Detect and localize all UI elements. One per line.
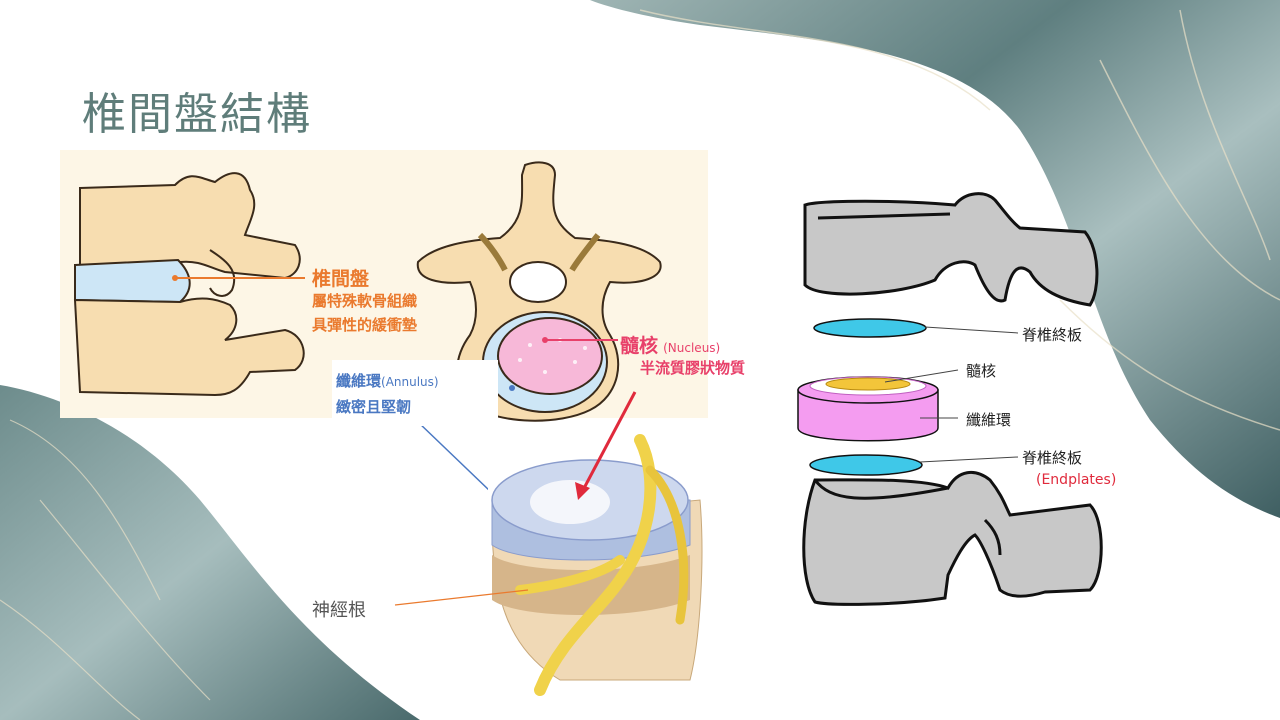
exploded-nucleus-label: 髓核 (966, 362, 997, 380)
endplate-top-label: 脊椎終板 (1022, 326, 1083, 344)
annulus-desc: 緻密且堅韌 (336, 398, 412, 416)
annulus-label-en: (Annulus) (381, 375, 439, 389)
nucleus-label-en: (Nucleus) (663, 341, 721, 355)
lower-vertebra (802, 471, 1103, 606)
nucleus-label-cn: 髓核 (620, 335, 659, 357)
axial-view-vertebra (416, 161, 662, 422)
annulus-label: 纖維環(Annulus) (336, 370, 439, 391)
annulus-label-box (332, 360, 498, 426)
nucleus-desc: 半流質膠狀物質 (640, 359, 746, 377)
annulus-label-cn: 纖維環 (336, 372, 382, 390)
endplates-en-label: (Endplates) (1036, 472, 1117, 488)
lower-endplate (809, 454, 923, 476)
nucleus-label: 髓核 (Nucleus) (620, 331, 720, 358)
upper-endplate (813, 318, 927, 338)
disc-layers (797, 376, 939, 442)
endplate-bottom-label: 脊椎終板 (1022, 449, 1083, 467)
disc-desc-2: 具彈性的緩衝墊 (312, 316, 418, 334)
upper-vertebra (803, 192, 1099, 307)
exploded-annulus-label: 纖維環 (966, 411, 1012, 429)
disc-desc-1: 屬特殊軟骨組織 (312, 292, 418, 310)
slide-title: 椎間盤結構 (82, 89, 312, 140)
side-view-spine (73, 172, 305, 397)
disc-label: 椎間盤 (312, 268, 370, 290)
nerve-root-label: 神經根 (312, 600, 366, 621)
